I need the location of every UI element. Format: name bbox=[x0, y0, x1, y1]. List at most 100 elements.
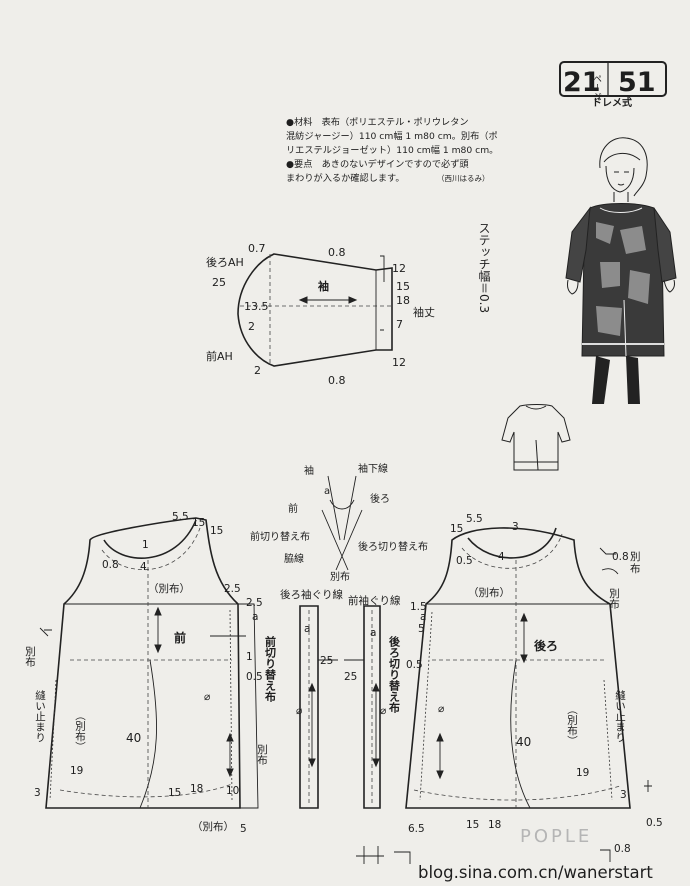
front-d-55: 5.5 bbox=[172, 511, 189, 523]
front-d-10: 10 bbox=[226, 785, 239, 797]
front-d-25: 2.5 bbox=[224, 583, 241, 595]
bottom-marks bbox=[356, 846, 611, 864]
model-illustration bbox=[565, 137, 677, 404]
front-d-18: 18 bbox=[190, 783, 203, 795]
front-d-15c: 15 bbox=[168, 787, 181, 799]
back-d-a: a bbox=[420, 611, 426, 623]
front-d-5: 5 bbox=[240, 823, 247, 835]
flat-sketch bbox=[501, 404, 571, 471]
stitch-width-note: ステッチ幅＝0.3 bbox=[477, 222, 491, 313]
back-d-4: 4 bbox=[498, 551, 505, 563]
sleeve-d-2a: 2 bbox=[248, 320, 255, 333]
author-credit: （西川はるみ） bbox=[437, 174, 490, 183]
strip-d-a2: a bbox=[370, 627, 376, 639]
front-body-pattern: 前 （別布） 別布 （別布） 別布 （別布） 縫い止まり 5.5 15 15 1… bbox=[24, 511, 268, 835]
back-sewing-stop: 縫い止まり bbox=[614, 689, 626, 742]
diagram-extra: 別布 bbox=[330, 571, 350, 583]
page-unit: ページ bbox=[591, 74, 602, 101]
back-corner-extra1: 別 bbox=[630, 551, 641, 563]
back-extra-corner: 別布 bbox=[608, 588, 620, 610]
material-line-3: リエステルジョーゼット）110 cm幅 1 m80 cm。 bbox=[286, 144, 498, 156]
sleeve-front-ah: 前AH bbox=[206, 349, 233, 363]
back-d-18: 18 bbox=[488, 819, 501, 831]
page-number: 21 bbox=[563, 67, 601, 98]
diagram-sleeve: 袖 bbox=[304, 464, 314, 477]
model-number: 51 bbox=[618, 67, 656, 98]
front-sewing-stop: 縫い止まり bbox=[34, 689, 46, 742]
back-d-40: 40 bbox=[516, 735, 531, 749]
strip-d-25a: 25 bbox=[320, 655, 333, 667]
front-d-05: 0.5 bbox=[246, 671, 263, 683]
back-d-15a: 15 bbox=[450, 523, 463, 535]
diagram-back-switch: 後ろ切り替え布 bbox=[358, 540, 428, 553]
front-d-1: 1 bbox=[142, 539, 149, 551]
back-d-3b: 3 bbox=[620, 789, 627, 801]
diagram-front-switch: 前切り替え布 bbox=[250, 530, 310, 543]
strip-sym2: ⌀ bbox=[380, 705, 386, 717]
back-d-5: 5 bbox=[418, 623, 425, 635]
point-line-1: ●要点 あきのないデザインですので必ず頭 bbox=[286, 158, 469, 170]
sleeve-length-label: 袖丈 bbox=[413, 305, 435, 319]
back-d-08b: 0.8 bbox=[614, 843, 631, 855]
back-extra-center: （別布） bbox=[468, 587, 510, 599]
style-label: ドレメ式 bbox=[592, 96, 632, 109]
front-extra-left2: （別布） bbox=[74, 710, 86, 752]
diagram-front: 前 bbox=[288, 502, 298, 515]
front-d-3: 3 bbox=[34, 787, 41, 799]
sleeve-d-07: 0.7 bbox=[248, 242, 266, 255]
strip-d-a1: a bbox=[304, 623, 310, 635]
front-extra-center: （別布） bbox=[148, 583, 190, 595]
sleeve-d-135: 13.5 bbox=[244, 300, 269, 313]
material-line-2: 混紡ジャージー）110 cm幅 1 m80 cm。別布（ポ bbox=[286, 130, 498, 142]
back-d-08a: 0.8 bbox=[612, 551, 629, 563]
sleeve-d-18: 18 bbox=[396, 294, 410, 307]
back-d-05b: 0.5 bbox=[406, 659, 423, 671]
strip-d-25b: 25 bbox=[344, 671, 357, 683]
front-d-4: 4 bbox=[140, 561, 147, 573]
front-d-a: a bbox=[252, 611, 258, 623]
strip-back-sleeve-line: 後ろ袖ぐり線 bbox=[280, 588, 343, 601]
front-title: 前 bbox=[174, 630, 186, 645]
front-d-08: 0.8 bbox=[102, 559, 119, 571]
front-d-15a: 15 bbox=[192, 517, 205, 529]
material-line-1: ●材料 表布（ポリエステル・ポリウレタン bbox=[286, 116, 469, 128]
diagram-underarm: 袖下線 bbox=[358, 462, 388, 475]
back-d-3: 3 bbox=[512, 521, 519, 533]
front-sym: ⌀ bbox=[204, 691, 210, 703]
sleeve-d-2b: 2 bbox=[254, 364, 261, 377]
sleeve-d-12a: 12 bbox=[392, 262, 406, 275]
sleeve-d-12b: 12 bbox=[392, 356, 406, 369]
sleeve-title: 袖 bbox=[318, 279, 329, 293]
front-d-25b: 2.5 bbox=[246, 597, 263, 609]
front-d-19: 19 bbox=[70, 765, 83, 777]
front-extra-left: 別布 bbox=[24, 646, 36, 668]
front-d-40: 40 bbox=[126, 731, 141, 745]
sleeve-d-7: 7 bbox=[396, 318, 403, 331]
strip-front-switch: 前切り替え布 bbox=[264, 635, 277, 703]
back-extra-right: （別布） bbox=[566, 704, 578, 746]
back-sym: ⌀ bbox=[438, 703, 444, 715]
back-title: 後ろ bbox=[534, 638, 558, 653]
back-d-65: 6.5 bbox=[408, 823, 425, 835]
watermark-brand: POPLE bbox=[520, 826, 592, 847]
diagram-side-line: 脇線 bbox=[284, 552, 304, 565]
back-d-05a: 0.5 bbox=[456, 555, 473, 567]
front-extra-right: 別布 bbox=[256, 744, 268, 766]
front-extra-bottom: （別布） bbox=[192, 821, 234, 833]
page-badge: 21 ページ 51 ドレメ式 bbox=[559, 61, 667, 109]
sleeve-pattern: 袖 後ろAH 前AH 袖丈 0.7 0.8 0.8 25 13.5 2 2 12… bbox=[206, 242, 435, 387]
strip-front-sleeve-line: 前袖ぐり線 bbox=[348, 594, 401, 607]
sleeve-d-08-bottom: 0.8 bbox=[328, 374, 346, 387]
watermark-url: blog.sina.com.cn/wanerstart bbox=[418, 863, 653, 882]
back-d-19: 19 bbox=[576, 767, 589, 779]
assembly-diagram: 袖 袖下線 前 後ろ a 前切り替え布 後ろ切り替え布 脇線 別布 bbox=[250, 462, 428, 583]
material-notes: ●材料 表布（ポリエステル・ポリウレタン 混紡ジャージー）110 cm幅 1 m… bbox=[286, 116, 498, 184]
back-corner-extra2: 布 bbox=[630, 563, 641, 575]
sleeve-d-25: 25 bbox=[212, 276, 226, 289]
back-d-55: 5.5 bbox=[466, 513, 483, 525]
diagram-a: a bbox=[324, 486, 330, 497]
point-line-2: まわりが入るか確認します。 bbox=[286, 172, 405, 184]
sleeve-d-08-top: 0.8 bbox=[328, 246, 346, 259]
strip-back-switch: 後ろ切り替え布 bbox=[388, 635, 401, 714]
